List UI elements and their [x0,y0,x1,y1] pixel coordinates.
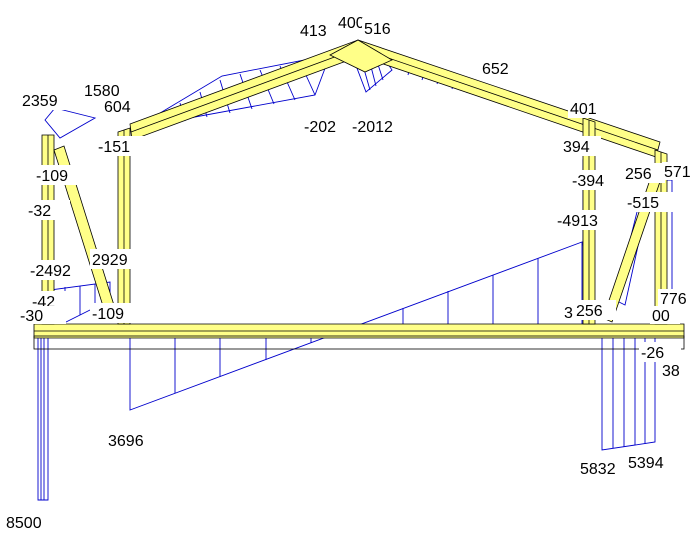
label-ridge-2012: -2012 [350,116,410,136]
label-right-394b: -394 [570,170,618,190]
svg-text:604: 604 [104,99,131,116]
ridge-cap [329,39,393,73]
label-left-109b: -109 [90,303,138,323]
svg-text:-394: -394 [572,173,604,190]
svg-text:3: 3 [564,305,573,322]
label-left-2492: -2492 [28,260,86,280]
label-support-5394: 5394 [626,452,678,472]
left-top-moment-diagram [44,107,97,139]
label-right-401: 401 [568,98,606,118]
svg-text:38: 38 [662,363,680,380]
svg-text:-26: -26 [641,345,664,362]
right-rafter-centerline [358,47,659,151]
svg-text:1580: 1580 [84,83,120,100]
svg-text:256: 256 [625,166,652,183]
svg-text:-32: -32 [28,203,51,220]
svg-text:400: 400 [338,15,365,32]
label-right-26: -26 [639,342,681,362]
label-right-515: -515 [625,192,673,212]
label-right-4913: -4913 [555,210,613,230]
svg-text:-2012: -2012 [352,119,393,136]
label-apex-left: 413 [298,20,338,40]
label-apex-right: 516 [362,18,398,38]
label-left-top: 2359 [20,90,70,110]
label-ridge-202: -202 [302,116,352,136]
label-right-776: 776 [658,289,696,308]
svg-text:776: 776 [660,291,687,308]
svg-text:2929: 2929 [92,252,128,269]
label-support-5832: 5832 [578,458,622,478]
svg-text:-515: -515 [627,195,659,212]
svg-text:413: 413 [300,23,327,40]
svg-text:5832: 5832 [580,461,616,478]
label-right-394a: 394 [561,136,601,156]
svg-text:3696: 3696 [108,433,144,450]
label-right-256a: 256 [623,163,665,183]
label-beam-3696: 3696 [108,433,144,450]
left-support-hatch [40,336,45,500]
floor-beam-underside [33,335,685,350]
label-right-3: 3 [562,302,576,322]
svg-text:652: 652 [482,61,509,78]
right-rafter [357,39,661,158]
label-left-2929: 2929 [90,249,140,269]
svg-text:8500: 8500 [6,515,42,532]
svg-text:-4913: -4913 [557,213,598,230]
label-right-571: 571 [662,162,700,181]
svg-text:2359: 2359 [22,93,58,110]
label-apex-mid: 400 [336,14,365,32]
svg-text:-2492: -2492 [30,263,71,280]
svg-text:401: 401 [570,101,597,118]
svg-text:-202: -202 [304,119,336,136]
value-labels: 413 400 516 652 1580 2359 604 -151 -109 … [4,14,700,532]
svg-text:5394: 5394 [628,455,664,472]
label-left-32: -32 [26,200,70,220]
label-right-38: 38 [660,360,694,380]
svg-text:00: 00 [652,308,670,325]
svg-text:-151: -151 [98,139,130,156]
beam-moment-hatch [174,258,539,393]
label-left-30: -30 [18,306,66,325]
svg-text:516: 516 [364,21,391,38]
label-support-8500: 8500 [4,512,52,532]
label-left-151: -151 [96,136,144,156]
label-right-256b: 256 [574,300,616,320]
label-left-604: 604 [102,96,142,116]
label-left-109a: -109 [34,165,84,185]
left-support-moment-diagram [37,335,49,501]
label-right-00: 00 [650,306,680,325]
svg-text:256: 256 [576,303,603,320]
svg-text:-109: -109 [36,168,68,185]
svg-text:-30: -30 [20,308,43,325]
label-rafter-right: 652 [480,58,518,78]
left-rafter-centerline [130,47,360,133]
svg-text:-109: -109 [92,306,124,323]
label-rafter-left-top: 1580 [82,82,124,100]
svg-text:394: 394 [563,139,590,156]
svg-text:571: 571 [664,164,691,181]
